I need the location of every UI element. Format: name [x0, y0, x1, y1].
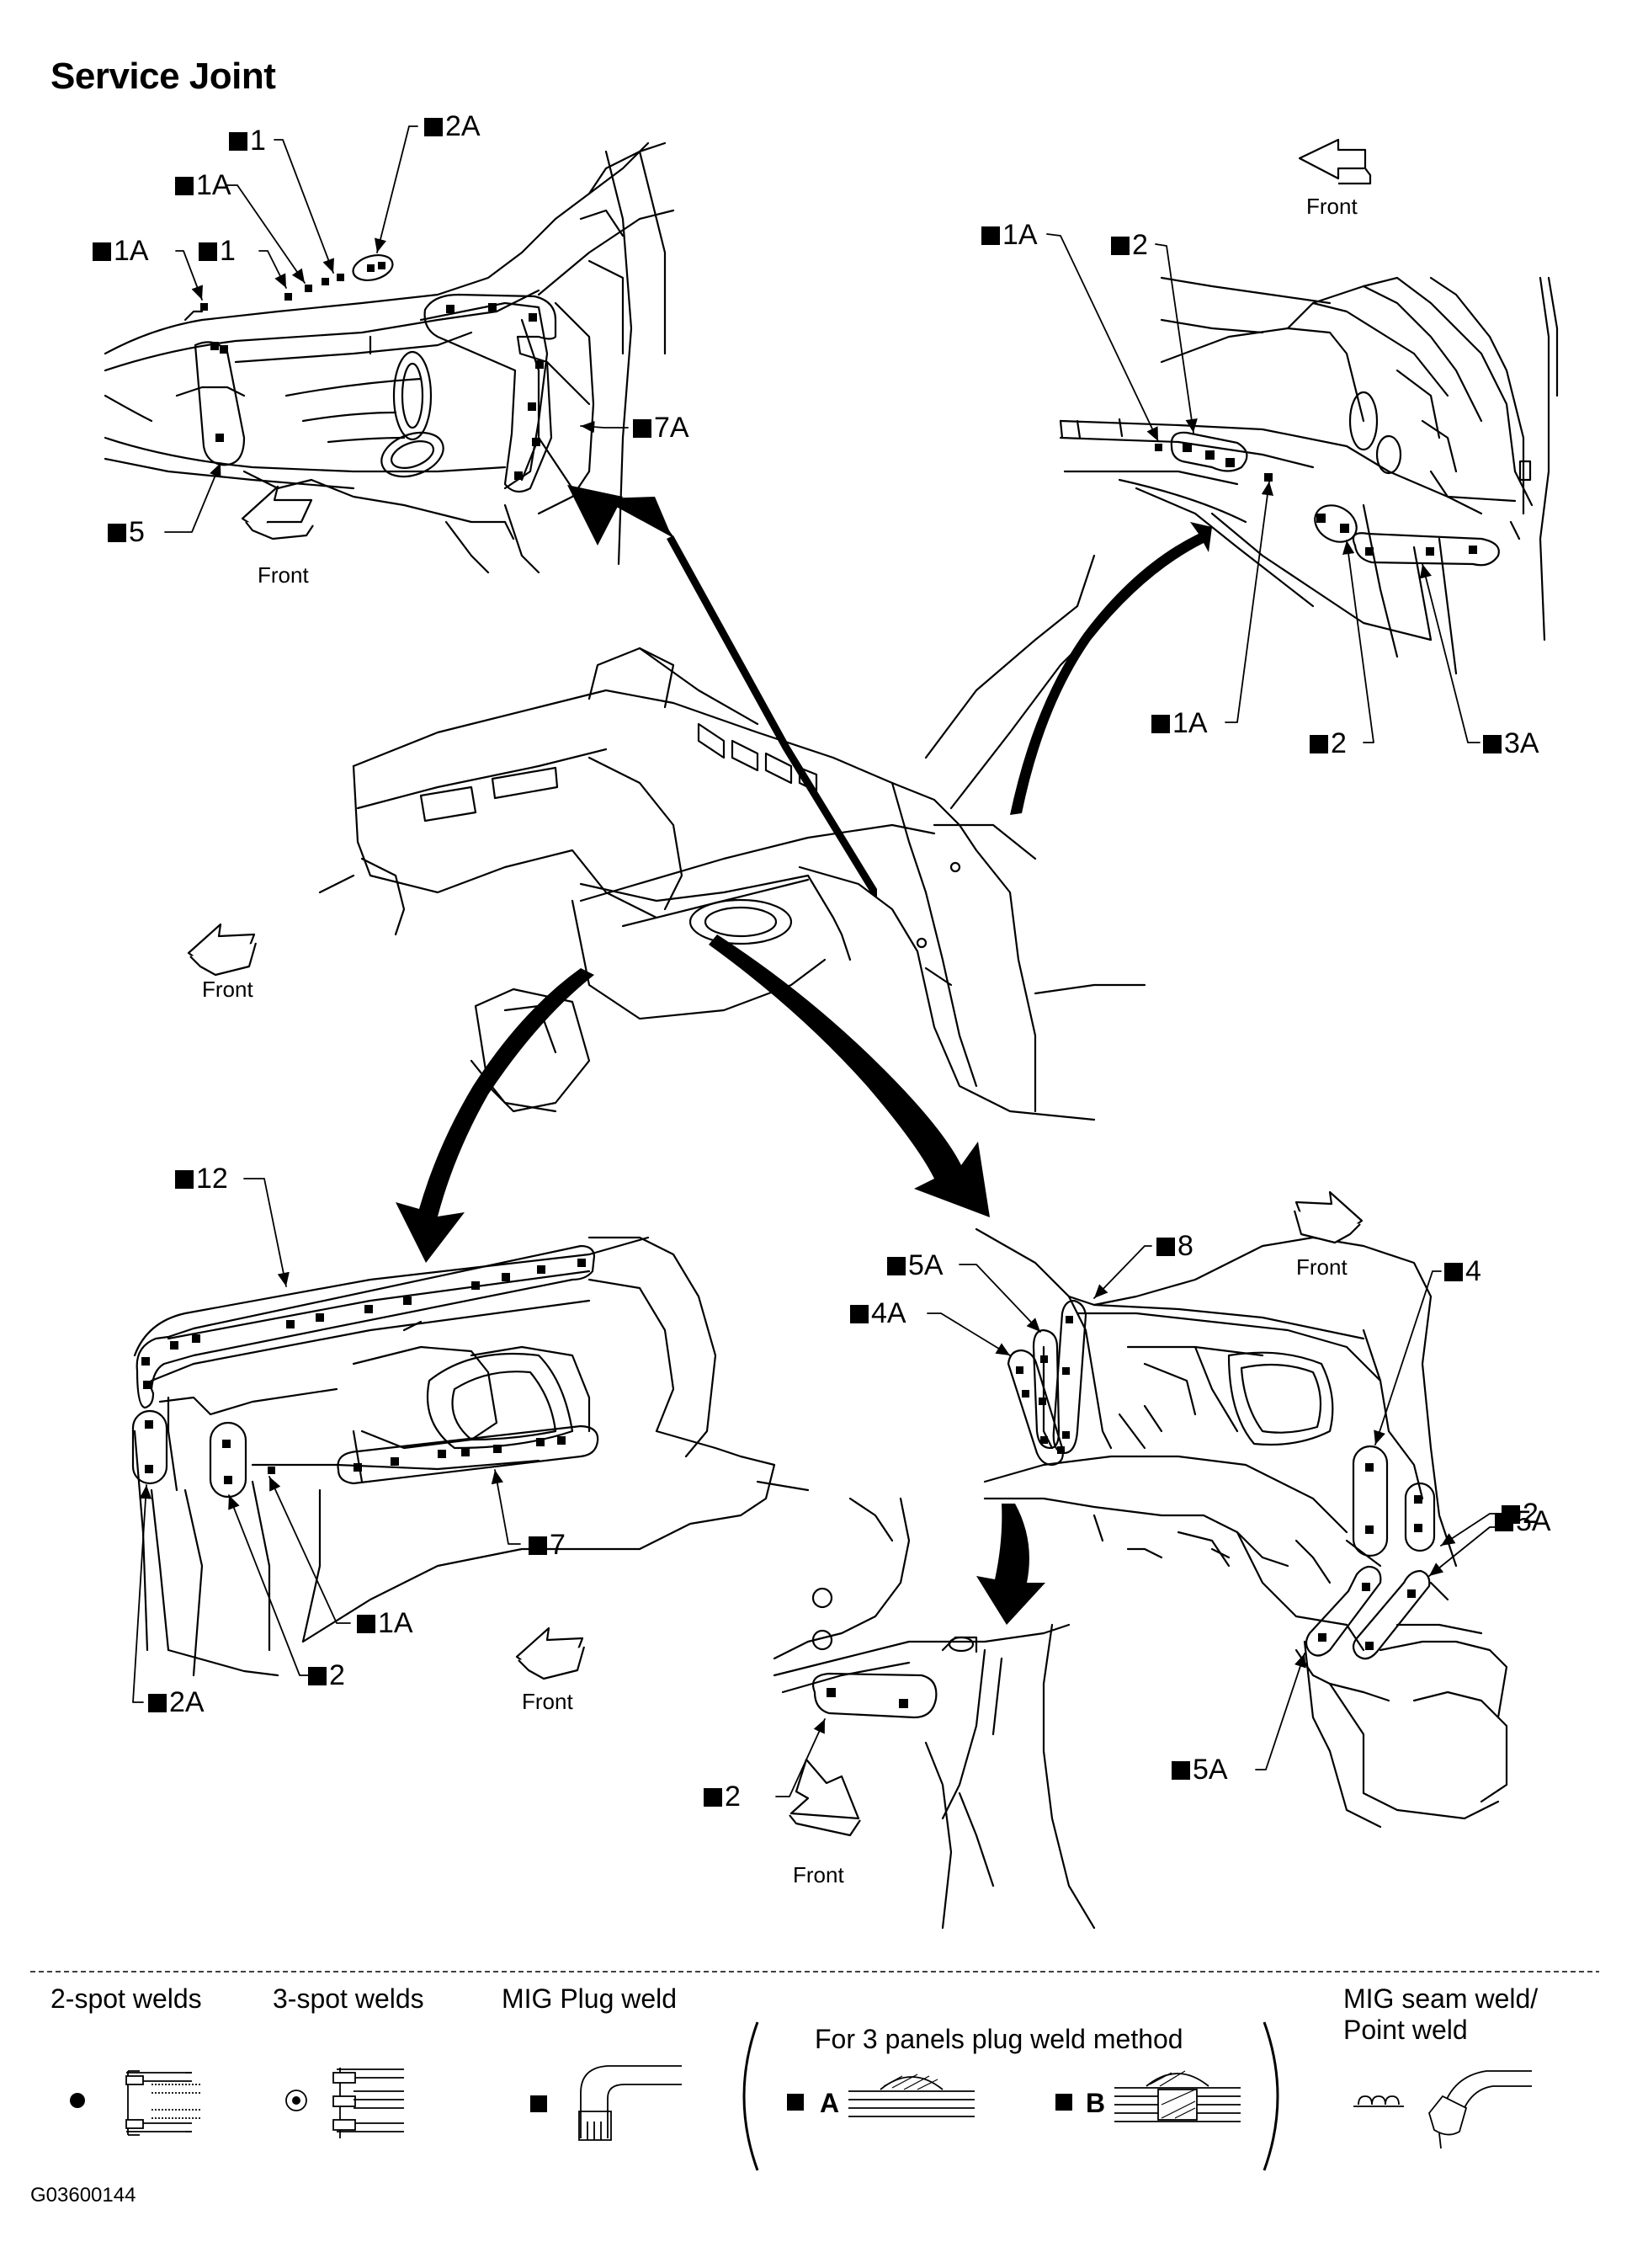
top-left-weld-points	[200, 262, 544, 480]
weld-square-icon	[1495, 1513, 1513, 1531]
front-label-tr: Front	[1306, 194, 1358, 219]
weld-square-icon	[1483, 735, 1502, 753]
weld-square-icon	[148, 1694, 167, 1712]
weld-square-icon	[1156, 1238, 1175, 1256]
callout-tl-2a: 2A	[424, 112, 481, 141]
weld-square-icon	[175, 1170, 194, 1189]
callout-tr-2-upper: 2	[1111, 231, 1148, 259]
bottom-center-weld-points	[827, 1688, 908, 1708]
weld-square-icon	[308, 1667, 327, 1685]
front-label-bl: Front	[522, 1689, 573, 1714]
weld-square-icon	[357, 1615, 375, 1633]
weld-square-icon	[424, 118, 443, 136]
top-right-weld-points	[1155, 443, 1477, 556]
weld-square-icon	[633, 419, 651, 438]
callout-bc-2: 2	[704, 1782, 741, 1811]
page-title: Service Joint	[51, 56, 276, 97]
callout-bl-7: 7	[529, 1531, 566, 1559]
callout-bl-1a: 1A	[357, 1609, 413, 1637]
callout-tl-1a-left: 1A	[93, 237, 149, 265]
weld-square-icon	[704, 1788, 722, 1807]
callout-leader-lines	[132, 125, 1499, 1797]
legend-method-b: B	[1086, 2088, 1106, 2118]
legend-three-panel: For 3 panels plug weld method	[815, 2024, 1183, 2054]
bottom-right-detail-panel	[975, 1227, 1508, 1829]
callout-bl-2a: 2A	[148, 1688, 205, 1717]
weld-square-icon	[108, 524, 126, 542]
bottom-left-detail-panel	[131, 1236, 810, 1677]
callout-br-4: 4	[1444, 1257, 1481, 1286]
center-overview-body	[318, 554, 1146, 1121]
callout-tr-1a-lower: 1A	[1151, 709, 1208, 737]
callout-br-5a-upper: 5A	[887, 1251, 944, 1280]
weld-square-icon	[229, 132, 247, 151]
weld-square-icon	[1444, 1263, 1463, 1281]
callout-tl-1: 1	[229, 126, 266, 155]
legend-three-spot: 3-spot welds	[273, 1983, 424, 2014]
legend-two-spot: 2-spot welds	[51, 1983, 202, 2014]
legend-mig-seam-line1: MIG seam weld/	[1343, 1983, 1539, 2014]
bottom-center-detail-panel	[773, 1497, 1096, 1930]
front-label-center: Front	[202, 977, 253, 1002]
weld-square-icon	[199, 242, 217, 261]
callout-tr-3a: 3A	[1483, 729, 1539, 758]
callout-tl-1-lower: 1	[199, 237, 236, 265]
bottom-right-weld-points	[1016, 1316, 1422, 1650]
callout-bl-2: 2	[308, 1661, 345, 1690]
callout-tl-5: 5	[108, 518, 145, 546]
weld-square-icon	[887, 1257, 906, 1275]
top-right-detail-panel	[1059, 276, 1559, 675]
weld-square-icon	[1310, 735, 1328, 753]
callout-tl-7a: 7A	[633, 413, 689, 442]
figure-id: G03600144	[30, 2184, 136, 2207]
callout-br-5a-lower: 5A	[1172, 1755, 1228, 1784]
callout-tr-1a-upper: 1A	[981, 221, 1038, 249]
callout-br-8: 8	[1156, 1232, 1193, 1260]
weld-square-icon	[850, 1305, 869, 1323]
callout-bl-12: 12	[175, 1164, 228, 1193]
legend-artwork	[30, 1971, 1599, 2171]
weld-square-icon	[1111, 237, 1130, 255]
legend-method-a: A	[820, 2088, 840, 2118]
weld-square-icon	[1172, 1761, 1190, 1780]
weld-square-icon	[93, 242, 111, 261]
legend-mig-seam-line2: Point weld	[1343, 2014, 1468, 2045]
callout-tr-2-lower: 2	[1310, 729, 1347, 758]
large-pointer-arrows	[396, 485, 1212, 1625]
weld-square-icon	[1151, 715, 1170, 733]
front-label-br: Front	[1296, 1254, 1348, 1280]
callout-br-4a: 4A	[850, 1299, 906, 1328]
front-label-bc: Front	[793, 1862, 844, 1887]
top-left-detail-panel	[104, 141, 675, 574]
weld-square-icon	[529, 1536, 547, 1555]
callout-br-5a-mid: 5A	[1495, 1507, 1551, 1536]
bottom-left-weld-points	[141, 1259, 586, 1484]
weld-square-icon	[175, 177, 194, 195]
weld-square-icon	[981, 226, 1000, 245]
front-direction-arrows	[187, 138, 1372, 1837]
callout-tl-1a-upper: 1A	[175, 171, 231, 200]
front-label-tl: Front	[258, 562, 309, 588]
legend-mig-seam: MIG seam weld/ Point weld	[1343, 1983, 1538, 2046]
legend-mig-plug: MIG Plug weld	[502, 1983, 678, 2014]
